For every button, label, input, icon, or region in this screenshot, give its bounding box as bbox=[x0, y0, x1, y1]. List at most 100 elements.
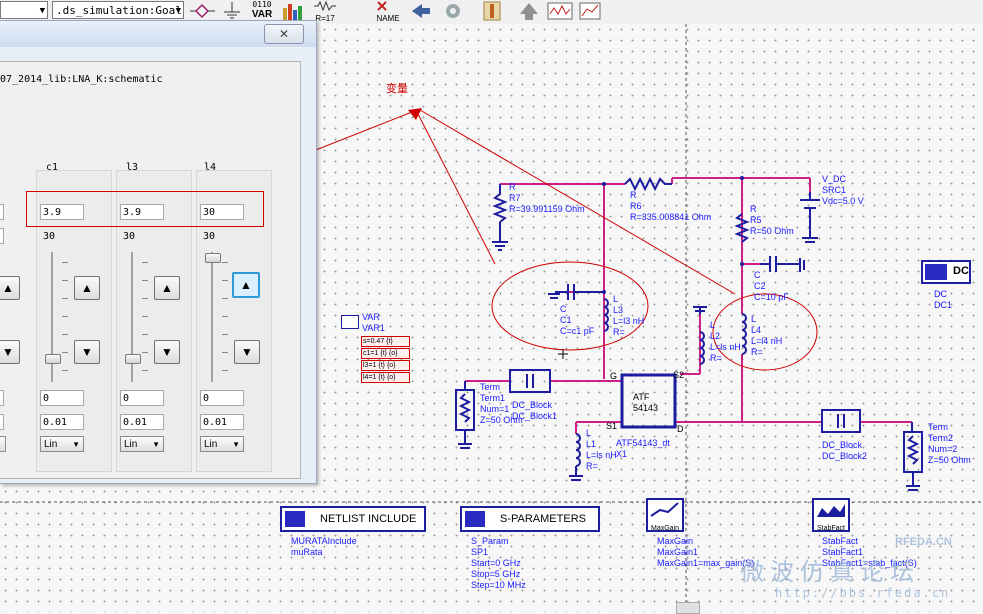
up-triangle-icon: ▲ bbox=[81, 281, 93, 295]
watermark-site: RFEDA.CN bbox=[895, 536, 952, 548]
chevron-down-icon: ▼ bbox=[175, 6, 181, 16]
partial-min-field[interactable] bbox=[0, 390, 4, 406]
partial-step-field[interactable] bbox=[0, 414, 4, 430]
partial-scale-select[interactable] bbox=[0, 436, 6, 452]
down-triangle-icon: ▼ bbox=[81, 345, 93, 359]
optimize-icon[interactable] bbox=[578, 0, 604, 22]
r17-icon[interactable]: R=17 bbox=[312, 0, 338, 23]
var-item[interactable]: s=0.47 {t} bbox=[361, 336, 410, 347]
c1-min-field[interactable]: 0 bbox=[40, 390, 84, 406]
gain-curve-icon bbox=[650, 502, 679, 517]
watermark-url: http://bbs.rfeda.cn bbox=[775, 586, 951, 600]
c1-scale-select[interactable]: Lin▼ bbox=[40, 436, 84, 452]
partial-max-field[interactable] bbox=[0, 228, 4, 244]
histogram-icon[interactable] bbox=[280, 0, 308, 22]
l3-scale-select[interactable]: Lin▼ bbox=[120, 436, 164, 452]
l3-slider-track[interactable] bbox=[131, 252, 133, 382]
name-icon[interactable]: NAME bbox=[372, 0, 404, 23]
stabfact-component[interactable]: StabFact bbox=[812, 498, 850, 532]
netlist-include-component[interactable]: NETLIST INCLUDE bbox=[280, 506, 426, 532]
var-icon[interactable]: 0110 VAR bbox=[251, 0, 273, 20]
values-highlight-box bbox=[26, 191, 264, 227]
dialog-title-bar[interactable] bbox=[0, 21, 316, 47]
var-item[interactable]: l4=1 {t} {o} bbox=[361, 372, 410, 383]
resistor-icon bbox=[314, 0, 336, 12]
maxgain-component[interactable]: MaxGain bbox=[646, 498, 684, 532]
up-triangle-icon: ▲ bbox=[161, 281, 173, 295]
tune-icon[interactable] bbox=[478, 0, 506, 22]
down-triangle-icon: ▼ bbox=[2, 345, 14, 359]
column-header-l4: l4 bbox=[204, 162, 217, 173]
up-triangle-icon: ▲ bbox=[2, 281, 14, 295]
simulation-goal-combo[interactable]: .ds_simulation:Goal▼ bbox=[52, 1, 184, 19]
library-combo[interactable]: ▼ bbox=[0, 1, 48, 19]
dc-sim-icon bbox=[925, 264, 947, 280]
ground-icon[interactable] bbox=[220, 0, 244, 22]
dc-component[interactable]: DC bbox=[921, 260, 971, 284]
l3-slider-thumb[interactable] bbox=[125, 354, 141, 364]
sparam-icon bbox=[465, 511, 485, 527]
l3-step-field[interactable]: 0.01 bbox=[120, 414, 164, 430]
c1-slider-thumb[interactable] bbox=[45, 354, 61, 364]
pin-g-label: G bbox=[610, 371, 618, 381]
up-triangle-icon: ▲ bbox=[240, 278, 252, 292]
name-tag-icon bbox=[377, 1, 387, 11]
var-block-icon[interactable] bbox=[341, 315, 359, 329]
l3-min-field[interactable]: 0 bbox=[120, 390, 164, 406]
c1-slider-track[interactable] bbox=[51, 252, 53, 382]
pin-s1-label: S1 bbox=[606, 421, 618, 431]
s-parameters-component[interactable]: S-PARAMETERS bbox=[460, 506, 600, 532]
gear-icon[interactable] bbox=[440, 0, 466, 22]
c1-value-field[interactable]: 3.9 bbox=[40, 204, 84, 220]
l3-up-button[interactable]: ▲ bbox=[154, 276, 180, 300]
var-item[interactable]: l3=1 {t} {o} bbox=[361, 360, 410, 371]
c1-up-button[interactable]: ▲ bbox=[74, 276, 100, 300]
close-icon: ✕ bbox=[278, 27, 290, 41]
l4-value-field[interactable]: 30 bbox=[200, 204, 244, 220]
l4-step-field[interactable]: 0.01 bbox=[200, 414, 244, 430]
close-button[interactable]: ✕ bbox=[264, 24, 304, 44]
partial-value-field[interactable] bbox=[0, 204, 4, 220]
tune-parameters-dialog: ✕ 07_2014_lib:LNA_K:schematic ▲ ▼ c1 3.9… bbox=[0, 20, 317, 484]
c1-max-field[interactable]: 30 bbox=[43, 231, 56, 242]
l3-max-field[interactable]: 30 bbox=[123, 231, 136, 242]
l4-slider-thumb[interactable] bbox=[205, 253, 221, 263]
partial-up-button[interactable]: ▲ bbox=[0, 276, 20, 300]
column-header-c1: c1 bbox=[46, 162, 59, 173]
l4-scale-select[interactable]: Lin▼ bbox=[200, 436, 244, 452]
c1-step-field[interactable]: 0.01 bbox=[40, 414, 84, 430]
netlist-icon bbox=[285, 511, 305, 527]
l4-up-button[interactable]: ▲ bbox=[232, 272, 260, 298]
waveform-icon[interactable] bbox=[546, 0, 574, 22]
watermark-forum: 微波仿真论坛 bbox=[740, 558, 920, 586]
l4-min-field[interactable]: 0 bbox=[200, 390, 244, 406]
l4-down-button[interactable]: ▼ bbox=[234, 340, 260, 364]
l3-down-button[interactable]: ▼ bbox=[154, 340, 180, 364]
back-arrow-icon[interactable] bbox=[408, 0, 434, 22]
partial-down-button[interactable]: ▼ bbox=[0, 340, 20, 364]
down-triangle-icon: ▼ bbox=[161, 345, 173, 359]
up-arrow-icon[interactable] bbox=[516, 0, 542, 22]
port-icon[interactable] bbox=[190, 0, 216, 22]
var-item[interactable]: c1=1 {t} {o} bbox=[361, 348, 410, 359]
l4-max-field[interactable]: 30 bbox=[203, 231, 216, 242]
chevron-down-icon: ▼ bbox=[39, 6, 45, 16]
c1-down-button[interactable]: ▼ bbox=[74, 340, 100, 364]
horizontal-scroll-handle[interactable] bbox=[676, 602, 700, 614]
l3-value-field[interactable]: 3.9 bbox=[120, 204, 164, 220]
l4-slider-track[interactable] bbox=[211, 252, 213, 382]
pin-d-label: D bbox=[677, 424, 684, 434]
